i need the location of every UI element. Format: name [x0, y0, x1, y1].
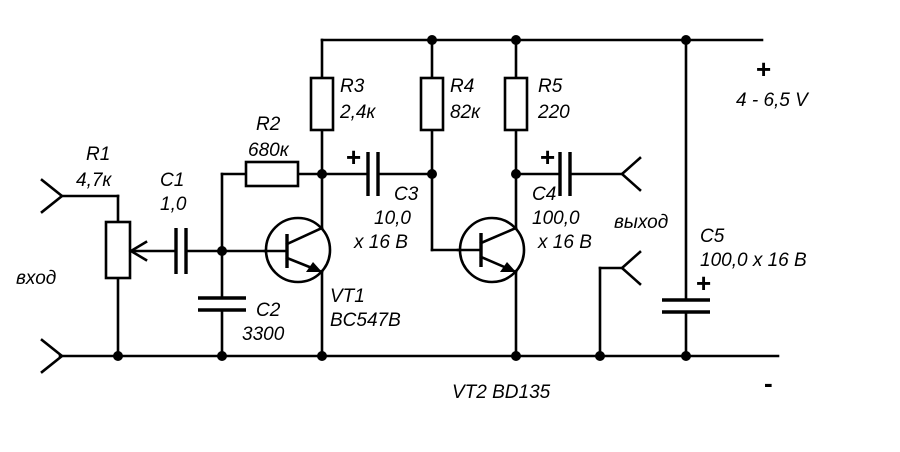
r3-value: 2,4к — [339, 102, 376, 123]
vt1-type: BC547B — [330, 310, 401, 331]
resistor-r5 — [503, 76, 529, 132]
capacitor-c1 — [174, 228, 188, 274]
r1-value: 4,7к — [76, 170, 112, 191]
c4-name: C4 — [532, 184, 556, 205]
supply-voltage-label: 4 - 6,5 V — [736, 90, 810, 111]
r4-name: R4 — [450, 76, 474, 97]
c1-name: C1 — [160, 170, 184, 191]
resistor-r4 — [419, 76, 445, 132]
r5-name: R5 — [538, 76, 563, 97]
input-jack-bottom — [40, 338, 65, 374]
resistor-r1 — [104, 220, 132, 280]
c4-plus-sign: + — [540, 142, 555, 172]
r3-name: R3 — [340, 76, 365, 97]
c2-value: 3300 — [242, 324, 285, 345]
r2-value: 680к — [248, 140, 290, 161]
c3-voltage: x 16 В — [353, 232, 408, 253]
c2-name: C2 — [256, 300, 281, 321]
r4-value: 82к — [450, 102, 481, 123]
capacitor-c4 — [558, 152, 572, 196]
output-label: выход — [614, 212, 668, 233]
c5-value: 100,0 x 16 В — [700, 250, 807, 271]
vt1-name: VT1 — [330, 286, 365, 307]
output-jack-top — [620, 156, 642, 192]
input-label: вход — [16, 268, 56, 289]
vt2-label: VT2 BD135 — [452, 382, 551, 403]
c3-name: C3 — [394, 184, 419, 205]
resistor-r3 — [309, 76, 335, 132]
c3-value: 10,0 — [374, 208, 411, 229]
transistor-vt2 — [456, 216, 526, 284]
resistor-r2 — [244, 160, 300, 188]
potentiometer-wiper-arrow — [128, 240, 148, 262]
c4-voltage: x 16 В — [537, 232, 592, 253]
junction-dots — [113, 35, 691, 361]
transistor-vt1 — [263, 216, 332, 284]
input-jack-top — [40, 178, 65, 214]
c3-plus-sign: + — [346, 142, 361, 172]
output-jack-bottom — [620, 250, 642, 286]
capacitor-c5 — [662, 298, 710, 314]
capacitor-c2 — [198, 296, 246, 312]
r2-name: R2 — [256, 114, 281, 135]
c5-name: C5 — [700, 226, 725, 247]
supply-plus-sign: + — [756, 54, 771, 84]
wires — [58, 38, 780, 358]
ground-minus-sign: - — [764, 368, 773, 398]
capacitor-c3 — [366, 152, 380, 196]
r1-name: R1 — [86, 144, 110, 165]
c4-value: 100,0 — [532, 208, 580, 229]
r5-value: 220 — [537, 102, 570, 123]
c1-value: 1,0 — [160, 194, 187, 215]
c5-plus-sign: + — [696, 268, 711, 298]
